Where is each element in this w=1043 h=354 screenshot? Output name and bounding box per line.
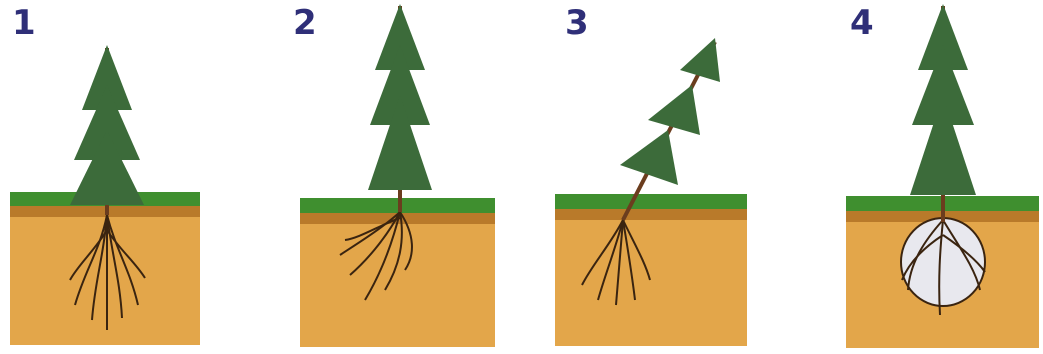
soil-block xyxy=(555,208,747,346)
needles-bottom xyxy=(620,130,678,185)
soil-block xyxy=(300,212,495,347)
step-1-illustration xyxy=(0,0,260,354)
step-1-panel: 1 xyxy=(0,0,260,354)
step-3-illustration xyxy=(520,0,780,354)
step-4-panel: 4 xyxy=(780,0,1043,354)
grass-strip xyxy=(300,198,495,213)
needles-middle xyxy=(648,85,700,135)
step-4-illustration xyxy=(780,0,1043,354)
needles-bottom xyxy=(70,130,144,205)
step-2-panel: 2 xyxy=(260,0,520,354)
needles-top xyxy=(680,38,720,82)
step-2-illustration xyxy=(260,0,520,354)
step-3-panel: 3 xyxy=(520,0,780,354)
soil-top-layer xyxy=(555,208,747,220)
grass-strip xyxy=(555,194,747,209)
